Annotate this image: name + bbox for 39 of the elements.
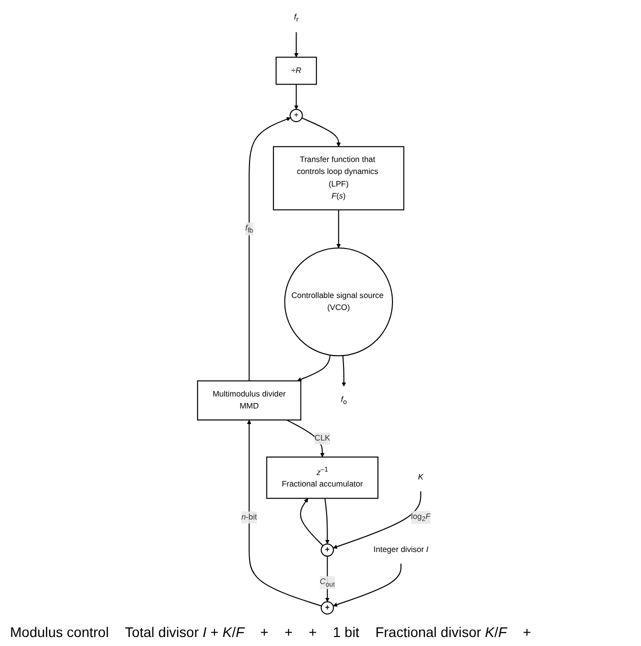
arrow	[286, 420, 325, 458]
arrow	[248, 117, 291, 381]
annotation-label: 1 bit	[332, 624, 360, 640]
annotation-label: +	[284, 624, 293, 640]
node-circle: +	[320, 543, 334, 557]
arrow	[325, 556, 330, 602]
arrow	[297, 355, 331, 382]
arrow	[294, 32, 298, 58]
node-text: f$_{o}$	[340, 395, 347, 406]
node-text: f$_{r}$	[294, 13, 299, 24]
arrow	[324, 498, 330, 544]
annotation-label: +	[260, 624, 268, 640]
node-box: z$^{–1}$ Fractional accumulator	[266, 456, 378, 499]
arrow	[294, 84, 298, 110]
edge-label: C$_{out}$	[320, 578, 335, 588]
arrow	[246, 420, 322, 606]
node-box: ÷R	[276, 56, 317, 85]
annotation-label: Total divisor I + K/F	[124, 624, 244, 640]
node-text: Integer divisor I	[374, 546, 428, 554]
arrow	[342, 356, 346, 387]
node-box: Multimodulus divider MMD	[197, 380, 302, 420]
arrow	[336, 210, 341, 248]
node-circle: +	[320, 601, 334, 614]
edge-label: f$_{fb}$	[245, 224, 254, 234]
arrow	[300, 498, 324, 546]
node-box: Transfer function that controls loop dynamics (LPF) F(s)	[272, 146, 404, 210]
arrow	[302, 117, 341, 147]
annotation-label: Modulus control	[10, 624, 109, 640]
annotation-label: +	[522, 624, 532, 640]
annotation-label: +	[308, 624, 317, 640]
node-circle: Controllable signal source (VCO)	[284, 248, 393, 356]
edge-label: log$_{2}$F	[411, 512, 430, 522]
edge-label: CLK	[314, 434, 330, 443]
node-circle: +	[290, 108, 303, 122]
arrow	[332, 564, 402, 607]
arrow	[332, 491, 422, 549]
annotation-label: Fractional divisor K/F	[375, 624, 507, 640]
edge-label: n-bit	[241, 512, 257, 522]
node-text: K	[418, 473, 424, 482]
